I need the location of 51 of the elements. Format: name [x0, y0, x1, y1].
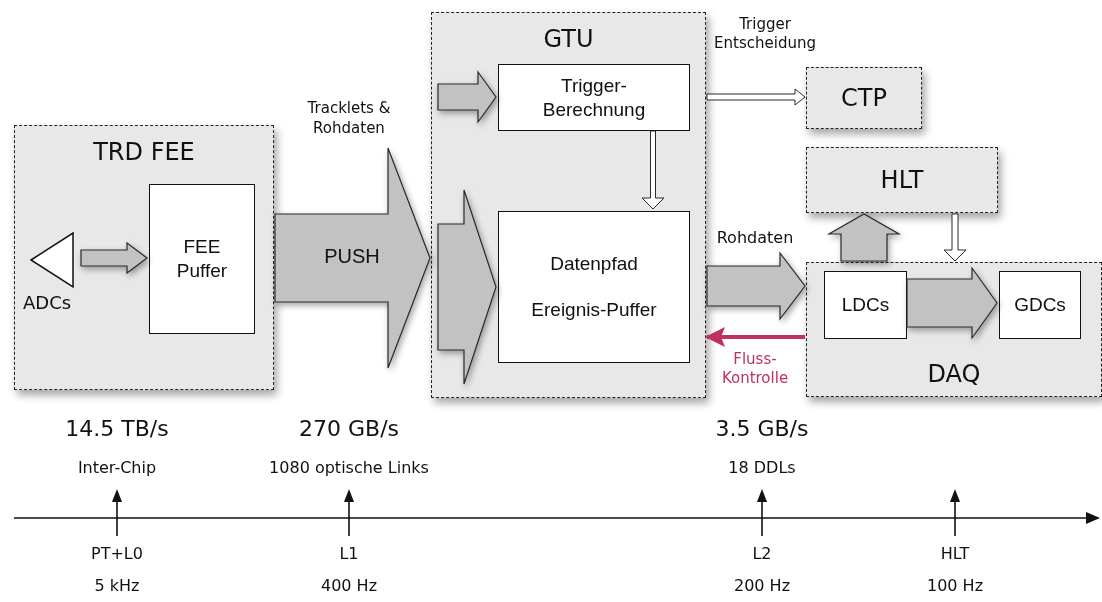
process-box: [498, 211, 690, 363]
dashed-group-box: [431, 12, 706, 398]
rate-label: 270 GB/s: [299, 415, 399, 441]
box-label: FEE Puffer: [175, 235, 229, 283]
box-label: LDCs: [840, 293, 891, 317]
box-title: CTP: [840, 84, 888, 112]
dashed-group-box: [14, 125, 274, 390]
edge-label: PUSH: [323, 243, 381, 269]
box-title: HLT: [879, 166, 925, 194]
trigger-level-label: L2: [752, 543, 772, 563]
process-box: [999, 271, 1081, 339]
process-box: [824, 271, 907, 339]
annotation-label: Tracklets & Rohdaten: [306, 98, 392, 138]
hollow-arrow: [943, 213, 967, 262]
frequency-label: 5 kHz: [94, 575, 140, 595]
process-box: [498, 64, 690, 131]
link-label: Inter-Chip: [77, 457, 157, 477]
arrow: [705, 327, 805, 347]
edge-label: Trigger Entscheidung: [713, 15, 817, 53]
link-label: 1080 optische Links: [269, 457, 429, 477]
node-label: ADCs: [23, 292, 72, 313]
block-arrow: [80, 241, 148, 275]
frequency-label: 400 Hz: [320, 575, 378, 595]
box-title: DAQ: [926, 360, 982, 388]
box-title: TRD FEE: [92, 138, 196, 166]
block-arrow: [437, 70, 497, 124]
link-label: 18 DDLs: [728, 457, 796, 477]
box-label: GDCs: [1013, 293, 1067, 317]
trigger-level-label: PT+L0: [91, 543, 143, 563]
block-arrow: [706, 251, 806, 321]
rate-label: 3.5 GB/s: [715, 415, 809, 441]
box-title: GTU: [542, 25, 595, 53]
dashed-group-box: [806, 67, 922, 129]
frequency-label: 200 Hz: [733, 575, 791, 595]
hollow-arrow: [641, 130, 665, 210]
box-label: Ereignis-Puffer: [530, 298, 658, 322]
dashed-group-box: [806, 147, 998, 213]
process-box: [149, 184, 255, 334]
trigger-level-label: L1: [339, 543, 359, 563]
frequency-label: 100 Hz: [926, 575, 984, 595]
edge-label: Rohdaten: [715, 228, 795, 248]
block-arrow: [437, 189, 497, 385]
rate-label: 14.5 TB/s: [65, 415, 169, 441]
box-label: Trigger- Berechnung: [541, 73, 647, 122]
hollow-arrow: [706, 88, 806, 106]
edge-label: Fluss- Kontrolle: [720, 350, 790, 388]
trigger-level-label: HLT: [940, 543, 970, 563]
block-arrow: [274, 147, 431, 369]
box-label: Datenpfad: [549, 252, 639, 276]
block-arrow: [826, 213, 902, 262]
block-arrow: [906, 266, 998, 340]
